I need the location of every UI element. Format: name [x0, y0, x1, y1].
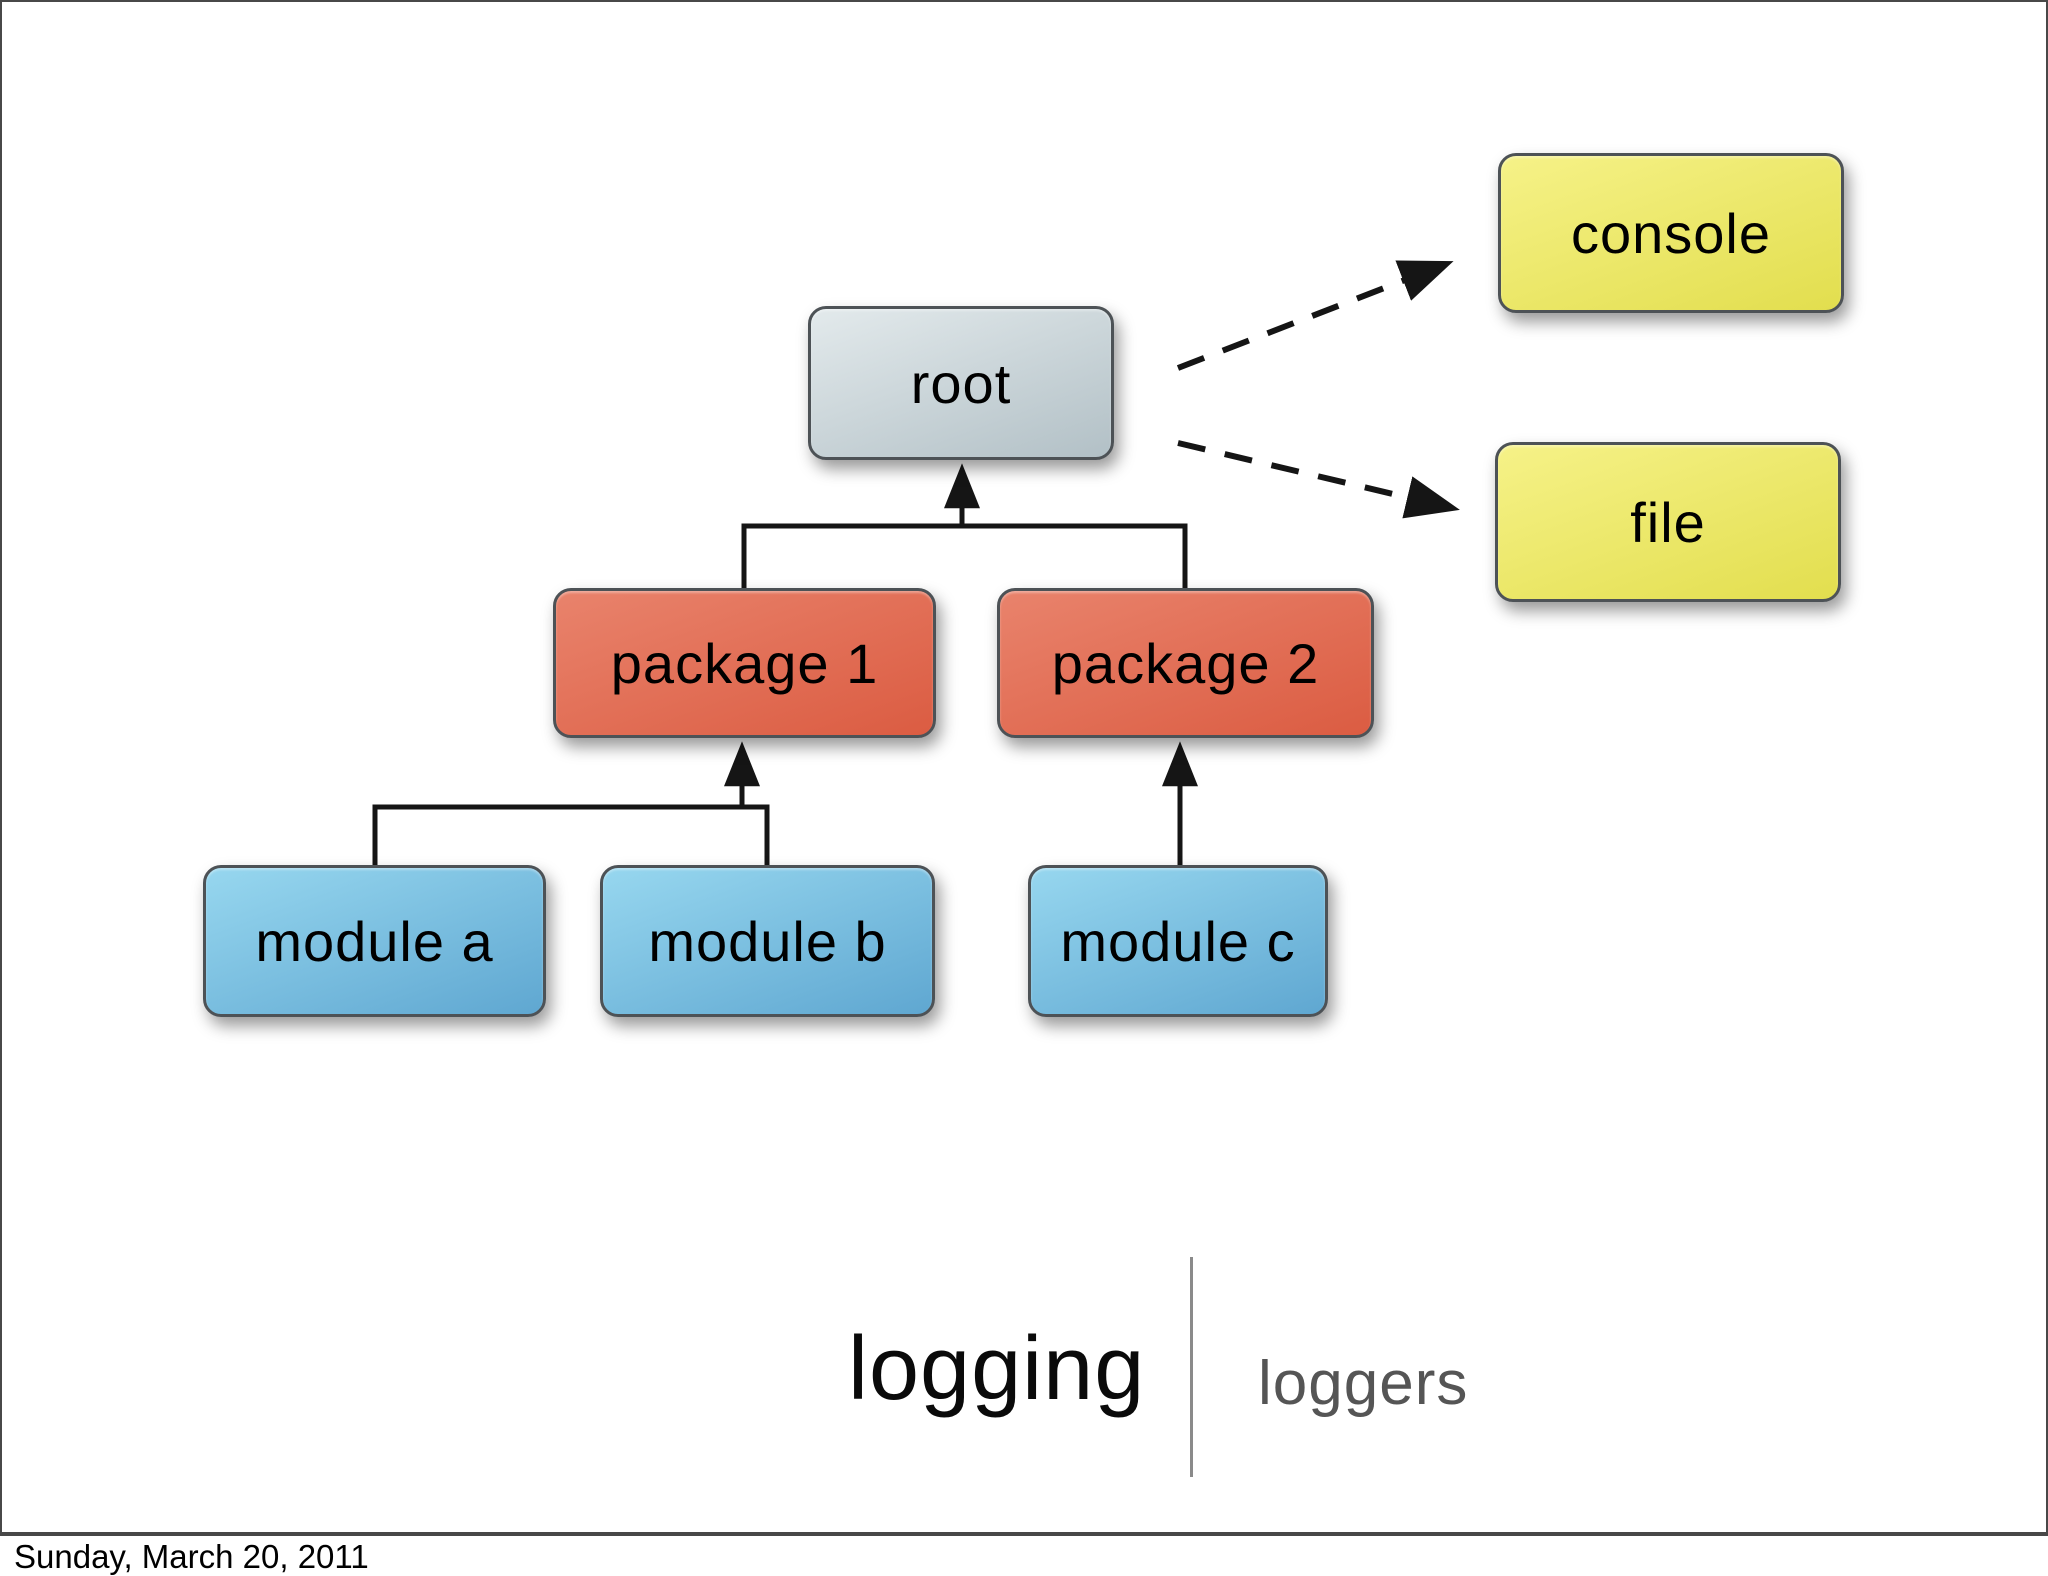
status-date: Sunday, March 20, 2011: [14, 1538, 369, 1575]
node-module-c: module c: [1028, 865, 1328, 1017]
node-console: console: [1498, 153, 1844, 313]
node-console-label: console: [1570, 201, 1772, 265]
node-package-2: package 2: [997, 588, 1374, 738]
node-module-b-label: module b: [648, 909, 887, 973]
node-package-1-label: package 1: [610, 631, 879, 695]
node-module-a-label: module a: [255, 909, 494, 973]
node-root: root: [808, 306, 1114, 460]
node-root-label: root: [910, 351, 1012, 415]
node-package-2-label: package 2: [1051, 631, 1320, 695]
node-package-1: package 1: [553, 588, 936, 738]
node-file: file: [1495, 442, 1841, 602]
footer-subtitle: loggers: [1258, 1349, 1469, 1418]
footer-title: logging: [848, 1319, 1146, 1419]
footer-divider: [1190, 1257, 1193, 1477]
node-module-c-label: module c: [1060, 909, 1296, 973]
node-module-b: module b: [600, 865, 935, 1017]
node-file-label: file: [1630, 490, 1706, 554]
node-module-a: module a: [203, 865, 546, 1017]
